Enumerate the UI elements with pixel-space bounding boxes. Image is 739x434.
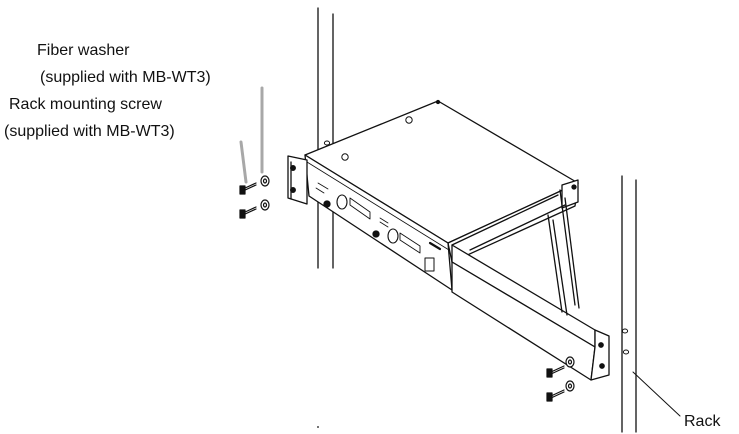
right-screws [546,365,565,402]
right-extension-rail [451,189,610,381]
fiber-washer-label: Fiber washer [37,42,130,59]
screw-note: (supplied with MB-WT3) [4,123,175,140]
receiver-unit [304,99,579,291]
screw-label: Rack mounting screw [9,96,162,113]
rack-holes [323,140,630,355]
left-screws [239,182,257,219]
left-bracket [287,155,308,205]
left-washers [260,175,270,211]
stray-dot [317,426,319,428]
right-washers [565,356,575,392]
leader-lines [239,86,264,184]
rack-label: Rack [684,413,721,430]
fiber-washer-note: (supplied with MB-WT3) [40,69,211,86]
right-rack-rail [621,175,637,433]
rack-leader-line [632,371,681,417]
left-rack-rail [317,7,334,269]
